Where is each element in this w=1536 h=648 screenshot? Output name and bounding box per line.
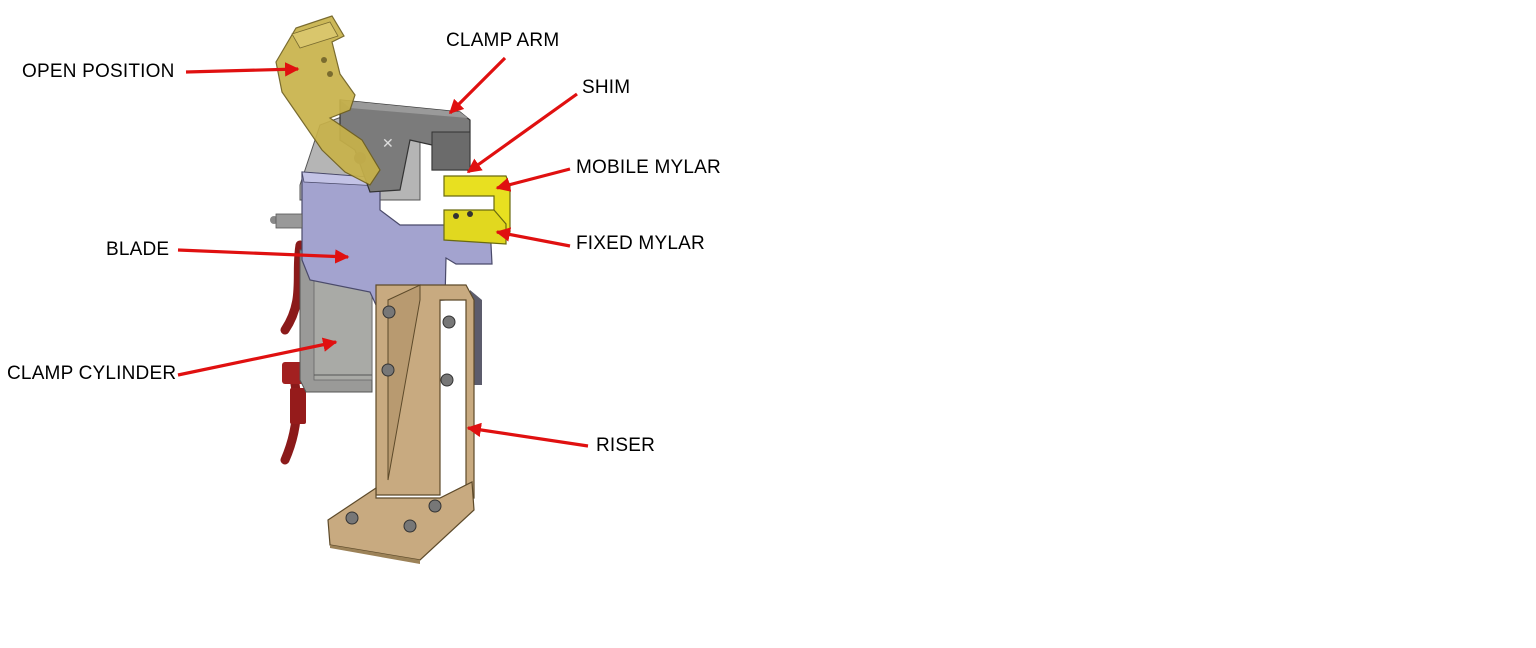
callout-arrows bbox=[177, 56, 589, 448]
label-mobile-mylar: MOBILE MYLAR bbox=[576, 157, 721, 178]
riser bbox=[327, 284, 482, 564]
blade bbox=[270, 171, 493, 306]
label-riser: RISER bbox=[596, 435, 656, 456]
label-clamp-cylinder: CLAMP CYLINDER bbox=[7, 363, 177, 384]
arrow-open-position bbox=[185, 62, 300, 77]
arrow-mobile-mylar bbox=[495, 167, 571, 192]
arrow-clamp-cylinder bbox=[177, 337, 338, 377]
fixed-mylar bbox=[443, 209, 507, 245]
arrow-riser bbox=[466, 422, 589, 448]
label-fixed-mylar: FIXED MYLAR bbox=[576, 233, 705, 254]
clamp-arm-open-position bbox=[275, 15, 381, 186]
label-shim: SHIM bbox=[582, 77, 631, 98]
arrow-blade bbox=[177, 248, 350, 264]
arrow-clamp-arm bbox=[448, 56, 507, 115]
label-open-position: OPEN POSITION bbox=[22, 61, 175, 82]
arrow-fixed-mylar bbox=[495, 227, 571, 248]
label-clamp-arm: CLAMP ARM bbox=[446, 30, 560, 51]
svg-text:✕: ✕ bbox=[382, 136, 394, 152]
arrow-shim bbox=[466, 92, 578, 174]
label-blade: BLADE bbox=[106, 239, 170, 260]
